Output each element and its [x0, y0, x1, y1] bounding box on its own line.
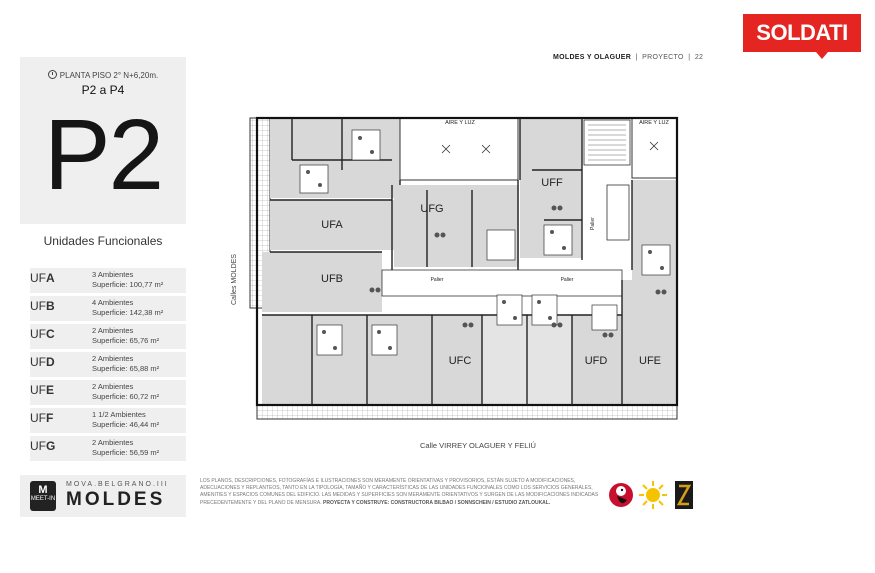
- moldes-logo: MOLDES: [66, 489, 166, 510]
- unit-area: Superficie: 60,72 m²: [92, 392, 160, 401]
- unit-area: Superficie: 65,76 m²: [92, 336, 160, 345]
- unit-area: Superficie: 142,38 m²: [92, 308, 164, 317]
- unit-rooms: 2 Ambientes: [92, 382, 134, 391]
- unit-c-area: [432, 315, 482, 405]
- unit-rooms: 2 Ambientes: [92, 438, 134, 447]
- unit-area: Superficie: 56,59 m²: [92, 448, 160, 457]
- floor-plan: AIRE Y LUZ AIRE Y LUZ UFA UFB UFG UFF UF…: [249, 116, 679, 420]
- unit-code: UFE: [30, 383, 55, 397]
- light-well-left-marks: [441, 144, 491, 154]
- unit-area: Superficie: 65,88 m²: [92, 364, 160, 373]
- breadcrumb-section: PROYECTO: [642, 54, 684, 61]
- palier-label-1: Palier: [431, 277, 444, 283]
- street-olaguer-label: Calle VIRREY OLAGUER Y FELIÚ: [420, 441, 536, 450]
- unit-row-f: UFF 1 1/2 Ambientes Superficie: 46,44 m²: [30, 408, 186, 433]
- street-moldes-label: Calles MOLDES: [231, 254, 238, 305]
- bird-logo-icon: [609, 483, 633, 507]
- unit-rooms: 2 Ambientes: [92, 326, 134, 335]
- unit-code: UFB: [30, 299, 55, 313]
- unit-g-label: UFG: [420, 203, 443, 215]
- unit-a-label: UFA: [321, 219, 343, 231]
- unit-e-area: [622, 280, 677, 405]
- breadcrumb: MOLDES Y OLAGUER | PROYECTO | 22: [553, 54, 704, 61]
- light-well-left: [399, 117, 519, 181]
- unit-d-label: UFD: [585, 355, 608, 367]
- corridor: [381, 269, 623, 297]
- floor-header-box: [20, 57, 186, 224]
- bathrooms: [299, 129, 671, 356]
- interior-walls: [262, 118, 633, 405]
- floor-title: P2: [43, 99, 164, 211]
- unit-row-b: UFB 4 Ambientes Superficie: 142,38 m²: [30, 296, 186, 321]
- mova-text: MOVA.BELGRANO.III: [66, 481, 169, 488]
- units-title: Unidades Funcionales: [43, 234, 163, 248]
- palier-label-2: Palier: [561, 277, 574, 283]
- breadcrumb-project: MOLDES Y OLAGUER: [553, 54, 632, 61]
- outer-wall: [255, 116, 679, 407]
- unit-code: UFA: [30, 271, 55, 285]
- unit-code: UFC: [30, 327, 55, 341]
- unit-code: UFD: [30, 355, 55, 369]
- unit-row-g: UFG 2 Ambientes Superficie: 56,59 m²: [30, 436, 186, 461]
- unit-row-c: UFC 2 Ambientes Superficie: 65,76 m²: [30, 324, 186, 349]
- logo-tip: [816, 52, 828, 59]
- unit-f-label: UFF: [541, 177, 563, 189]
- disclaimer-text: Los planos, descripciones, fotografías e…: [200, 478, 599, 506]
- unit-e-label: UFE: [639, 355, 661, 367]
- z-logo-icon: [675, 481, 693, 509]
- unit-row-a: UFA 3 Ambientes Superficie: 100,77 m²: [30, 268, 186, 293]
- floor-level-text: PLANTA PISO 2° N+6,20m.: [59, 71, 159, 80]
- unit-area: Superficie: 46,44 m²: [92, 420, 160, 429]
- meetin-logo: M MEET-IN: [30, 481, 56, 511]
- balcony-south: [256, 404, 678, 420]
- unit-row-d: UFD 2 Ambientes Superficie: 65,88 m²: [30, 352, 186, 377]
- disclaimer: Los planos, descripciones, fotografías e…: [200, 478, 600, 507]
- floor-level: PLANTA PISO 2° N+6,20m.: [20, 70, 186, 80]
- soldati-logo: SOLDATI: [743, 14, 861, 52]
- meetin-mark: M: [38, 484, 48, 496]
- fixtures: [306, 136, 667, 350]
- unit-b-lower: [262, 315, 432, 405]
- credits-text: Proyecta y construye: Constructora Bilba…: [323, 499, 551, 506]
- unit-b-label: UFB: [321, 273, 343, 285]
- level-icon: [47, 70, 57, 79]
- page-number: 22: [694, 54, 704, 61]
- unit-c-label: UFC: [449, 355, 472, 367]
- light-well-right: [631, 117, 678, 179]
- light-well-left-label: AIRE Y LUZ: [445, 120, 475, 126]
- unit-rooms: 1 1/2 Ambientes: [92, 410, 146, 419]
- unit-rooms: 4 Ambientes: [92, 298, 134, 307]
- unit-area: Superficie: 100,77 m²: [92, 280, 164, 289]
- unit-b-area: [262, 252, 382, 312]
- stairs: [583, 119, 631, 166]
- sun-logo-icon: [639, 481, 667, 509]
- light-well-right-marks: [649, 141, 659, 151]
- light-well-right-label: AIRE Y LUZ: [639, 120, 669, 126]
- floor-range: P2 a P4: [81, 83, 125, 97]
- elevator: [606, 184, 630, 241]
- unit-a-area: [270, 200, 395, 250]
- unit-code: UFF: [30, 411, 54, 425]
- unit-a-upper: [270, 118, 400, 198]
- unit-row-e: UFE 2 Ambientes Superficie: 60,72 m²: [30, 380, 186, 405]
- unit-code: UFG: [30, 439, 56, 453]
- unit-rooms: 3 Ambientes: [92, 270, 134, 279]
- partner-logos: [609, 481, 693, 509]
- palier-label-vertical: Palier: [590, 217, 596, 230]
- unit-rooms: 2 Ambientes: [92, 354, 134, 363]
- meetin-text: MEET-IN: [30, 496, 56, 502]
